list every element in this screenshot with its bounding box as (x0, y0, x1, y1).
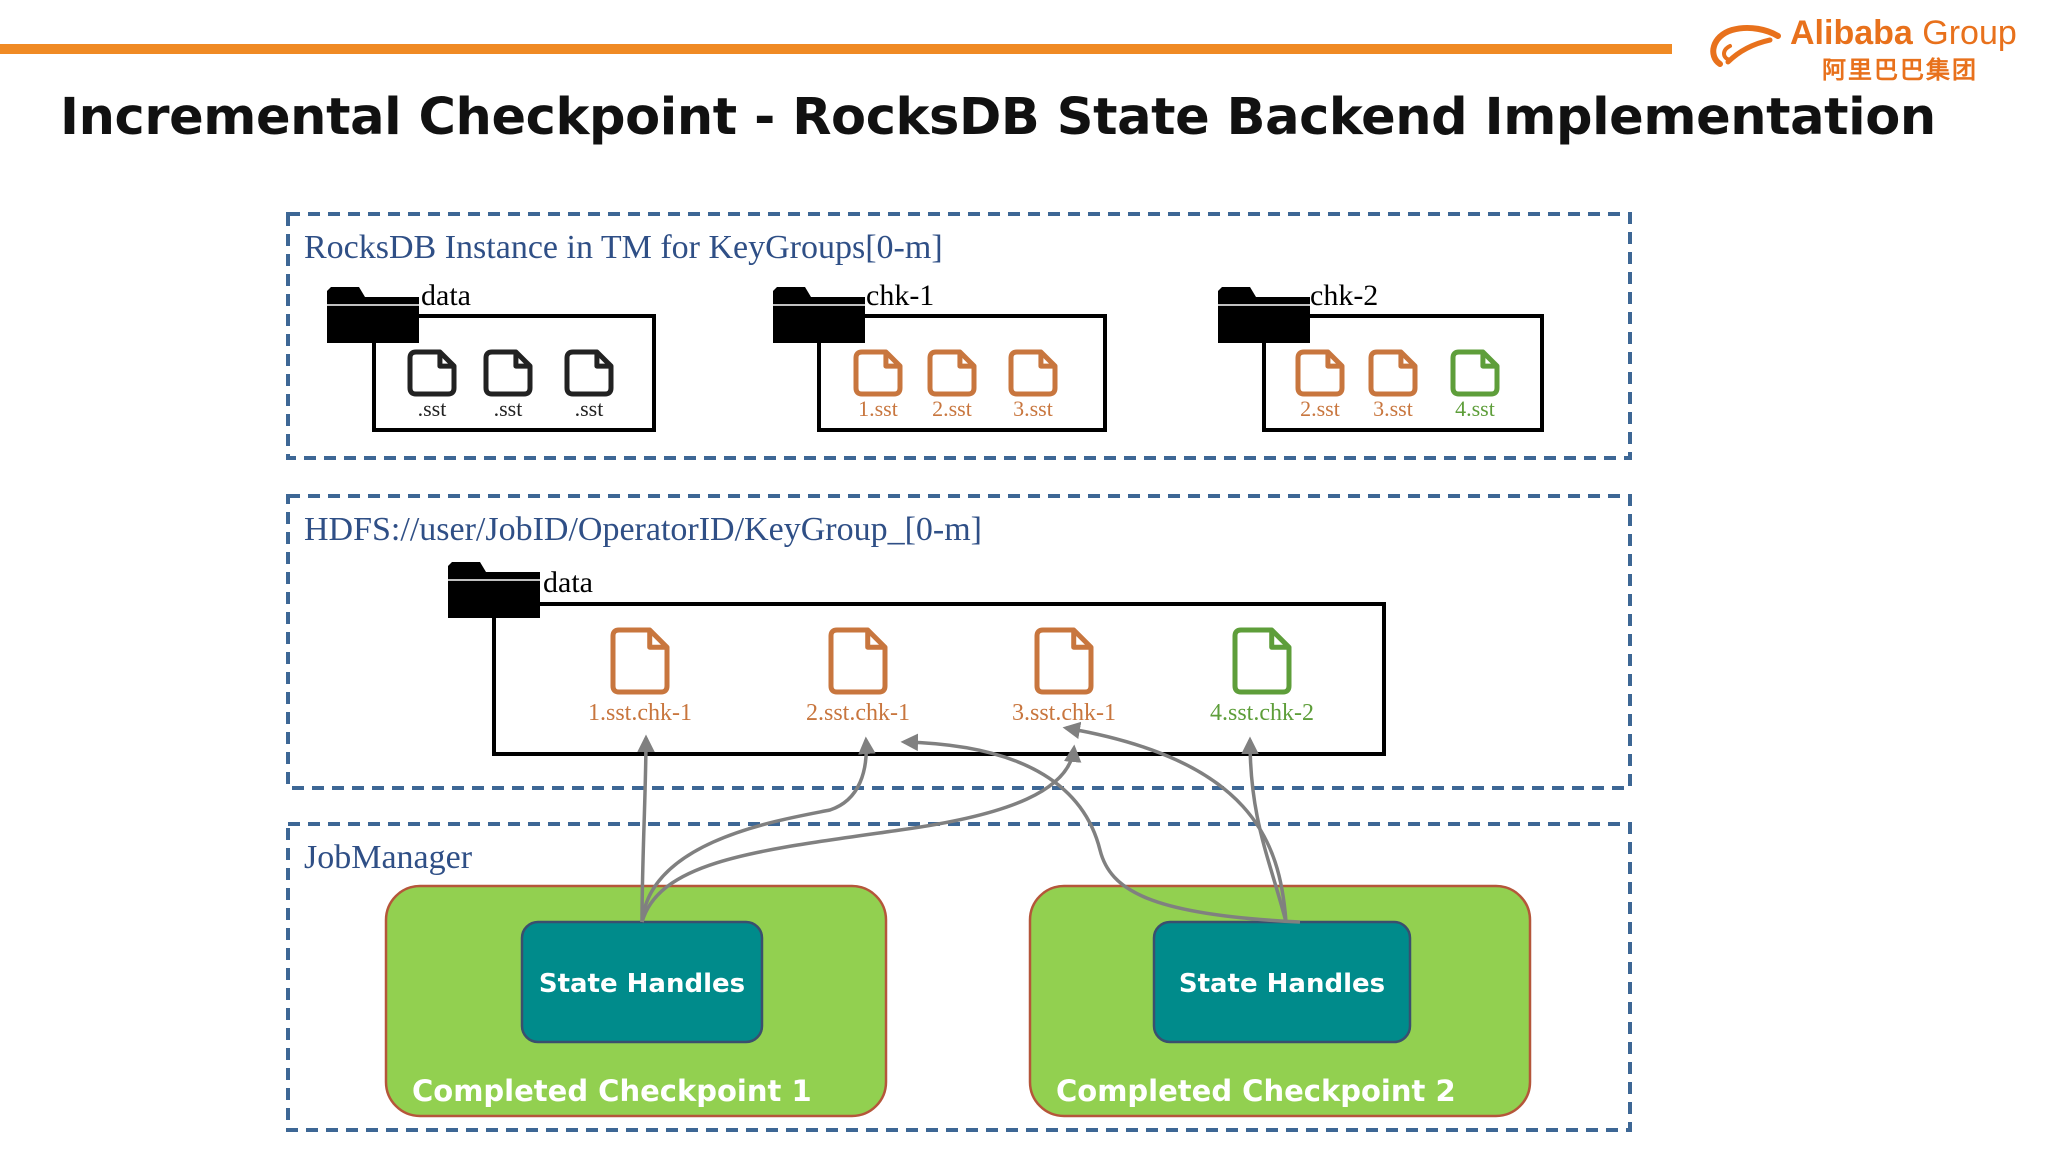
completed-checkpoint-2-label: Completed Checkpoint 2 (1056, 1074, 1456, 1108)
completed-checkpoint-1: State Handles Completed Checkpoint 1 (384, 884, 888, 1118)
file-icon (853, 349, 903, 397)
state-handles-label-1: State Handles (539, 969, 745, 999)
file-label: 1.sst (858, 396, 898, 421)
arrow-chk1-to-1sst (637, 734, 655, 923)
alibaba-logo-icon (1710, 24, 1781, 67)
folder-icon (772, 286, 866, 344)
file-icon (1008, 349, 1058, 397)
arrow-chk2-to-4sst (1241, 736, 1288, 923)
hdfs-panel (286, 494, 1632, 790)
slide-title: Incremental Checkpoint - RocksDB State B… (60, 88, 1936, 147)
file-icon (927, 349, 977, 397)
folder-chk-2-name: chk-2 (1310, 279, 1378, 312)
folder-icon (1217, 286, 1311, 344)
file-label: 2.sst (1300, 396, 1340, 421)
file-icon (610, 627, 670, 695)
completed-checkpoint-1-label: Completed Checkpoint 1 (412, 1074, 812, 1108)
arrow-chk1-to-3sst (640, 744, 1082, 923)
file-icon (1450, 349, 1500, 397)
jobmanager-panel-label: JobManager (304, 839, 473, 876)
sst-file: 2.sst (1295, 349, 1345, 421)
folder-data-name: data (421, 279, 471, 312)
hdfs-panel-label: HDFS://user/JobID/OperatorID/KeyGroup_[0… (304, 511, 982, 548)
file-icon (1034, 627, 1094, 695)
sst-file: 2.sst.chk-1 (806, 627, 910, 726)
file-icon (407, 349, 457, 397)
rocksdb-file-group: .sst .sst .sst 1.sst 2.sst 3.sst 2.sst 3.sst 4.s… (407, 349, 1500, 421)
logo-chinese-text: 阿里巴巴集团 (1822, 56, 1978, 84)
file-label: 2.sst.chk-1 (806, 700, 910, 726)
sst-file: 1.sst.chk-1 (588, 627, 692, 726)
sst-file: .sst (564, 349, 614, 421)
logo-group: Group (1922, 14, 2017, 52)
file-label: .sst (494, 396, 523, 421)
orange-header-bar (0, 44, 1672, 54)
file-label: .sst (575, 396, 604, 421)
arrow-chk1-to-2sst (640, 736, 876, 923)
file-label: 3.sst (1373, 396, 1413, 421)
sst-file: 3.sst (1008, 349, 1058, 421)
logo-brand: Alibaba (1790, 14, 1913, 52)
file-icon (564, 349, 614, 397)
hdfs-file-group: 1.sst.chk-1 2.sst.chk-1 3.sst.chk-1 4.sst.c… (588, 627, 1314, 726)
file-icon (483, 349, 533, 397)
sst-file: .sst (407, 349, 457, 421)
sst-file: 2.sst (927, 349, 977, 421)
file-icon (1368, 349, 1418, 397)
file-label: 4.sst.chk-2 (1210, 700, 1314, 726)
sst-file: 4.sst (1450, 349, 1500, 421)
folder-hdfs-data-name: data (543, 566, 593, 599)
file-icon (1295, 349, 1345, 397)
rocksdb-panel-label: RocksDB Instance in TM for KeyGroups[0-m… (304, 229, 943, 266)
file-label: .sst (418, 396, 447, 421)
file-label: 3.sst (1013, 396, 1053, 421)
arrow-chk2-to-2sst (900, 733, 1301, 924)
file-label: 1.sst.chk-1 (588, 700, 692, 726)
file-label: 4.sst (1455, 396, 1495, 421)
state-handles-label-2: State Handles (1179, 969, 1385, 999)
sst-file: 4.sst.chk-2 (1210, 627, 1314, 726)
jobmanager-panel (286, 822, 1632, 1132)
alibaba-group-logo: Alibaba Group (1790, 14, 2017, 53)
sst-file: 3.sst (1368, 349, 1418, 421)
rocksdb-panel (286, 212, 1632, 460)
completed-checkpoint-2: State Handles Completed Checkpoint 2 (1028, 884, 1532, 1118)
sst-file: .sst (483, 349, 533, 421)
sst-file: 3.sst.chk-1 (1012, 627, 1116, 726)
file-icon (828, 627, 888, 695)
file-icon (1232, 627, 1292, 695)
arrow-chk2-to-3sst (1062, 721, 1288, 923)
folder-icon (326, 286, 420, 344)
sst-file: 1.sst (853, 349, 903, 421)
folder-chk-1-name: chk-1 (866, 279, 934, 312)
folder-data: data (326, 279, 656, 432)
file-label: 3.sst.chk-1 (1012, 700, 1116, 726)
file-label: 2.sst (932, 396, 972, 421)
folder-icon (447, 561, 541, 619)
